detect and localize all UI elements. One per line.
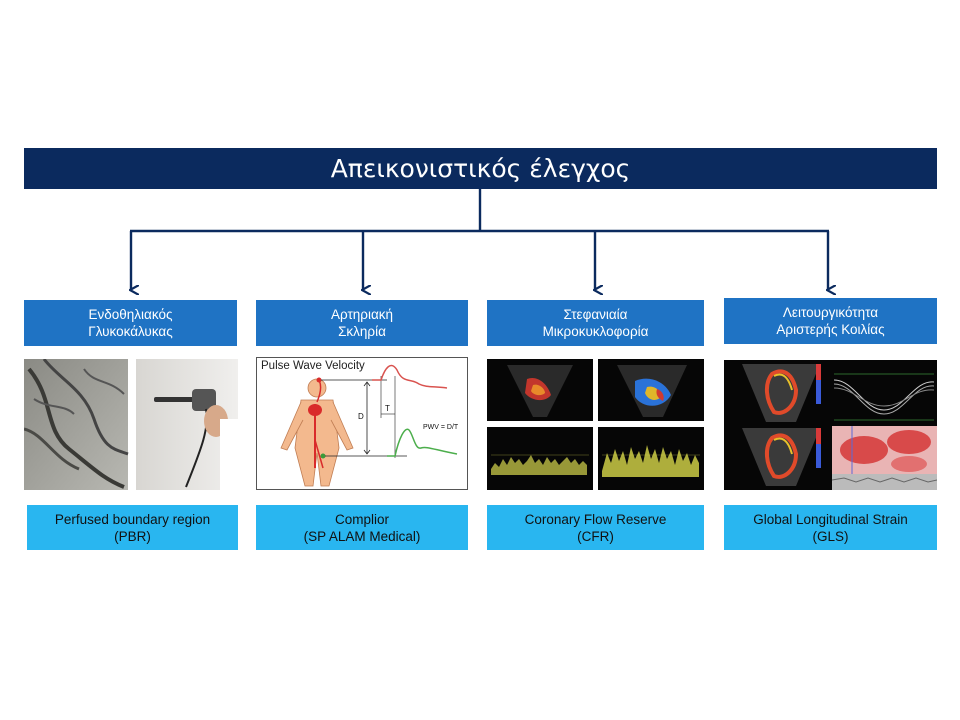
pulse-wave-velocity-diagram: Pulse Wave Velocity D T PWV = D/T [256, 357, 468, 490]
method-line-2: (PBR) [114, 528, 151, 544]
category-line-2: Μικροκυκλοφορία [542, 324, 649, 339]
method-line-1: Perfused boundary region [54, 511, 211, 527]
method-box-complior: Complior (SP ALAM Medical) [256, 505, 468, 550]
category-line-1: Λειτουργικότητα [782, 305, 879, 320]
category-line-2: Αριστερής Κοιλίας [776, 322, 885, 337]
glycocalyx-image [24, 359, 238, 490]
method-line-2: (CFR) [577, 528, 614, 544]
category-box-left-ventricular-function: Λειτουργικότητα Αριστερής Κοιλίας [724, 298, 937, 344]
category-box-arterial-stiffness: Αρτηριακή Σκληρία [256, 300, 468, 346]
method-line-2: (GLS) [812, 528, 849, 544]
pwv-title: Pulse Wave Velocity [261, 360, 365, 372]
method-box-cfr: Coronary Flow Reserve (CFR) [487, 505, 704, 550]
category-box-coronary-microcirculation: Στεφανιαία Μικροκυκλοφορία [487, 300, 704, 346]
category-line-2: Σκληρία [338, 324, 386, 339]
diagram-title-text: Απεικονιστικός έλεγχος [330, 154, 631, 183]
method-box-gls: Global Longitudinal Strain (GLS) [724, 505, 937, 550]
category-line-1: Ενδοθηλιακός [88, 307, 173, 322]
method-line-1: Global Longitudinal Strain [753, 511, 908, 527]
method-box-pbr: Perfused boundary region (PBR) [27, 505, 238, 550]
doppler-image [487, 359, 704, 490]
method-line-2: (SP ALAM Medical) [303, 528, 421, 544]
method-line-1: Complior [334, 511, 389, 527]
diagram-title: Απεικονιστικός έλεγχος [24, 148, 937, 189]
method-line-1: Coronary Flow Reserve [524, 511, 667, 527]
pwv-time-label: T [385, 404, 390, 413]
pwv-distance-label: D [358, 412, 364, 421]
category-box-glycocalyx: Ενδοθηλιακός Γλυκοκάλυκας [24, 300, 237, 346]
category-line-1: Στεφανιαία [563, 307, 628, 322]
category-line-2: Γλυκοκάλυκας [88, 324, 173, 339]
pwv-formula: PWV = D/T [423, 424, 459, 431]
strain-image [724, 360, 937, 490]
category-line-1: Αρτηριακή [330, 307, 394, 322]
